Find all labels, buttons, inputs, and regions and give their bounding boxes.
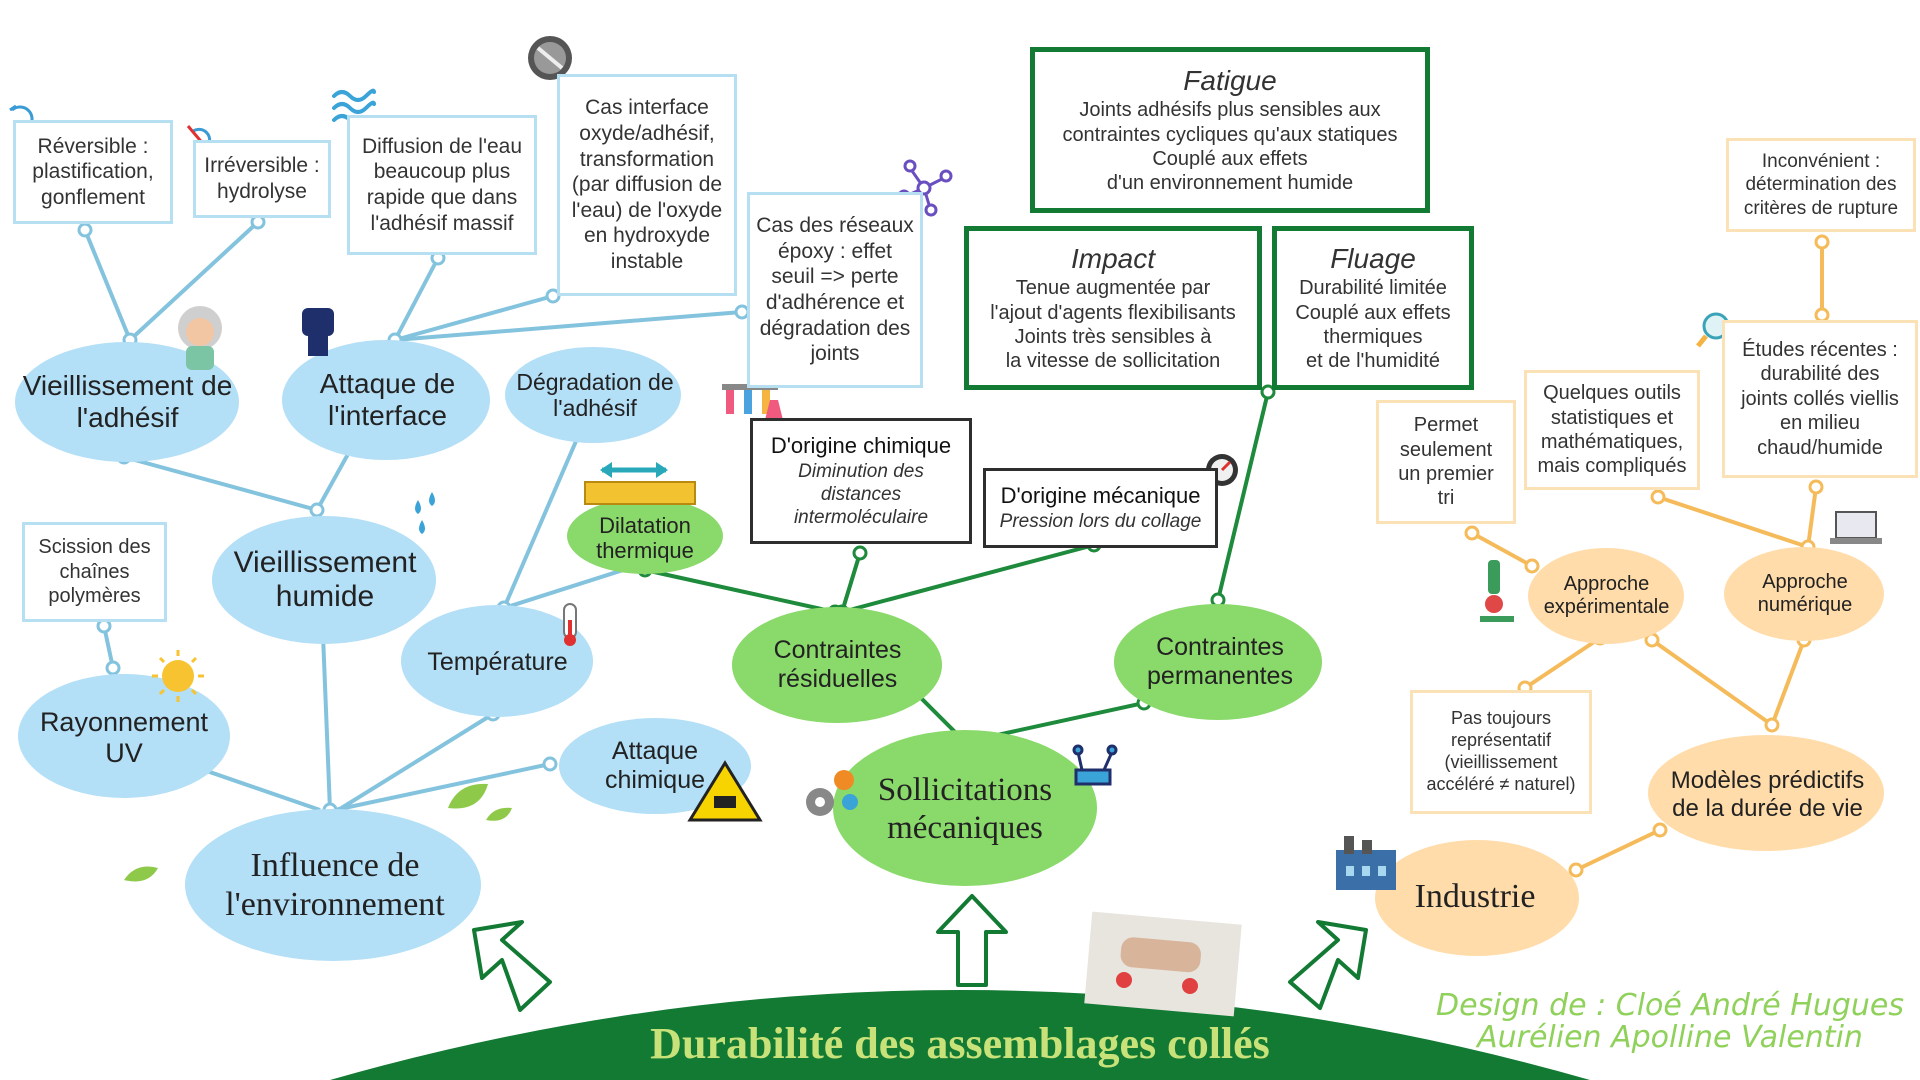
label-adhesive-aging: Vieillissement de l'adhésif bbox=[22, 369, 233, 433]
grandmother-icon bbox=[178, 306, 222, 370]
label-humid-aging: Vieillissement humide bbox=[233, 545, 417, 614]
node-numerical[interactable] bbox=[1724, 547, 1884, 641]
node-predictive-models[interactable] bbox=[1648, 735, 1884, 851]
label-chemical-attack: Attaque chimique bbox=[604, 737, 706, 794]
node-chemical-attack[interactable] bbox=[559, 718, 751, 814]
node-temperature[interactable] bbox=[401, 605, 593, 717]
label-environment: Influence de l'environnement bbox=[225, 846, 445, 923]
label-interface-attack: Attaque de l'interface bbox=[319, 367, 456, 431]
environment-connectors bbox=[83, 220, 743, 814]
node-industry[interactable] bbox=[1375, 840, 1579, 956]
credits-line-2: Aurélien Apolline Valentin bbox=[1477, 1019, 1863, 1055]
label-experimental: Approche expérimentale bbox=[1543, 573, 1670, 618]
title-arc bbox=[330, 990, 1590, 1080]
gears-icon bbox=[806, 770, 858, 816]
node-mechanical[interactable] bbox=[833, 730, 1097, 886]
industry-dots bbox=[1464, 234, 1830, 878]
label-uv: Rayonnement UV bbox=[39, 706, 209, 768]
fist-icon bbox=[302, 308, 334, 356]
industry-nodes bbox=[1375, 547, 1884, 956]
thermometer-icon bbox=[563, 603, 577, 646]
node-adhesive-degradation[interactable] bbox=[505, 347, 681, 443]
mechanical-nodes bbox=[732, 604, 1322, 886]
credits-line-1: Design de : Cloé André Hugues bbox=[1435, 988, 1905, 1023]
node-humid-aging[interactable] bbox=[212, 516, 436, 644]
robot-arm-icon bbox=[1072, 744, 1118, 786]
chemical-hazard-icon bbox=[687, 760, 763, 822]
label-temperature: Température bbox=[427, 647, 568, 676]
label-permanent-stress: Contraintes permanentes bbox=[1147, 633, 1293, 690]
label-numerical: Approche numérique bbox=[1757, 571, 1853, 616]
sun-icon bbox=[152, 650, 204, 702]
node-thermal-expansion[interactable] bbox=[567, 498, 723, 574]
node-residual-stress[interactable] bbox=[732, 607, 942, 723]
box-mechanical-origin: D'origine mécanique Pression lors du col… bbox=[983, 468, 1218, 548]
label-thermal-expansion: Dilatation thermique bbox=[596, 512, 694, 563]
box-reversible: Réversible :plastification,gonflement bbox=[13, 120, 173, 224]
node-interface-attack[interactable] bbox=[282, 340, 490, 460]
label-predictive-models: Modèles prédictifs de la durée de vie bbox=[1670, 767, 1865, 822]
label-industry: Industrie bbox=[1414, 878, 1536, 916]
page-title: Durabilité des assemblages collés bbox=[650, 1019, 1270, 1068]
environment-nodes bbox=[15, 340, 751, 961]
credits: Design de : Cloé André Hugues Aurélien A… bbox=[1420, 990, 1920, 1053]
box-irreversible: Irréversible :hydrolyse bbox=[193, 140, 331, 218]
label-adhesive-degradation: Dégradation de l'adhésif bbox=[516, 368, 674, 421]
node-uv[interactable] bbox=[18, 674, 230, 798]
microscope-icon bbox=[1480, 560, 1514, 622]
leaf-icon bbox=[124, 783, 512, 882]
node-adhesive-aging[interactable] bbox=[15, 342, 239, 462]
metal-disc-icon bbox=[528, 36, 572, 80]
label-mechanical: Sollicitations mécaniques bbox=[877, 772, 1053, 846]
factory-icon bbox=[1336, 836, 1396, 890]
arrow-icon bbox=[472, 894, 1368, 1012]
industry-connectors bbox=[1471, 242, 1824, 872]
node-environment[interactable] bbox=[185, 809, 481, 961]
water-drops-icon bbox=[415, 492, 435, 534]
hand-photo-icon bbox=[1084, 911, 1242, 1017]
laptop-icon bbox=[1830, 511, 1882, 544]
node-experimental[interactable] bbox=[1528, 548, 1684, 644]
label-residual-stress: Contraintes résiduelles bbox=[773, 636, 902, 693]
box-fatigue: Fatigue Joints adhésifs plus sensibles a… bbox=[1030, 47, 1430, 213]
ruler-icon bbox=[584, 462, 696, 505]
node-permanent-stress[interactable] bbox=[1114, 604, 1322, 720]
